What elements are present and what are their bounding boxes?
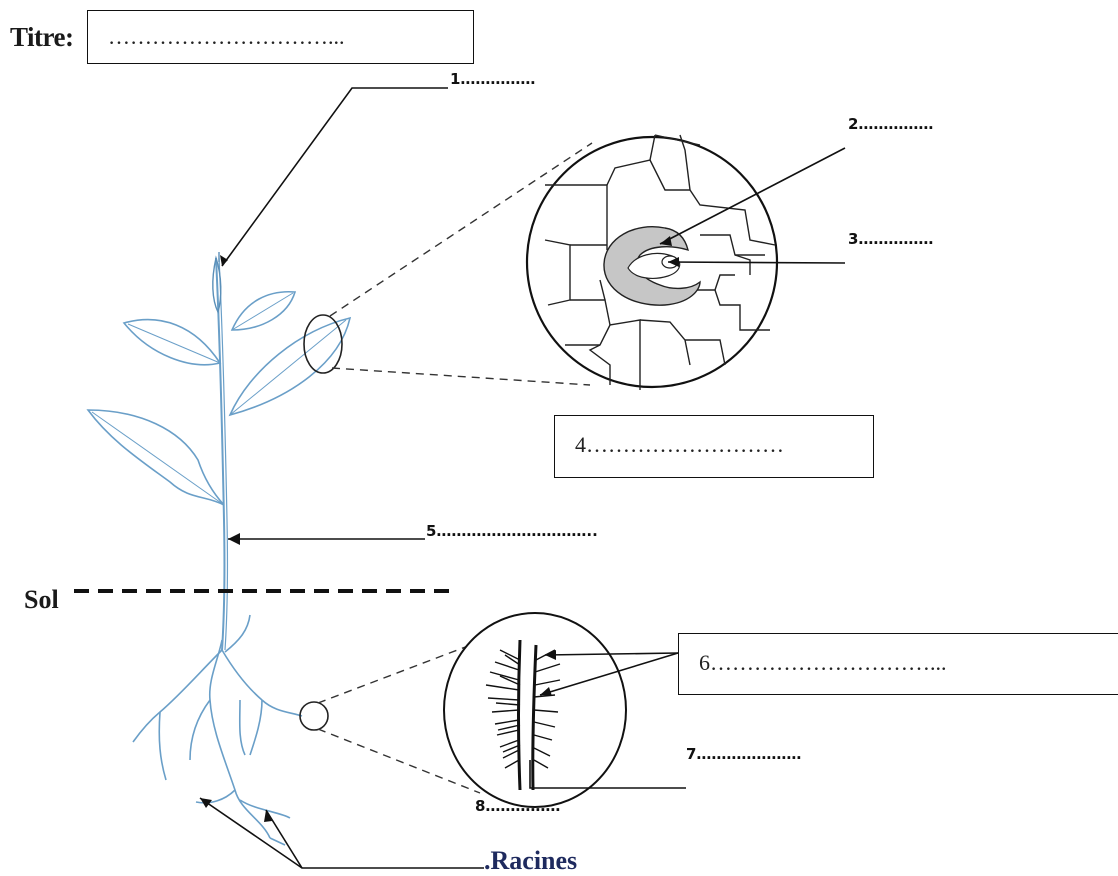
label-3[interactable]: 3……………	[848, 230, 933, 248]
label-8[interactable]: 8……………	[475, 797, 560, 815]
label-4: 4………………………	[575, 432, 784, 458]
title-label: Titre:	[10, 22, 74, 53]
label-7[interactable]: 7…………………	[686, 745, 801, 763]
root-zoom-marker	[300, 702, 328, 730]
label-6: 6…………………………...	[699, 650, 947, 676]
title-answer-box[interactable]: …………………………...	[87, 10, 474, 64]
label-5[interactable]: 5…………………………..	[426, 522, 598, 540]
racines-label: .Racines	[484, 846, 577, 876]
title-placeholder: …………………………...	[108, 24, 345, 50]
label-6-box[interactable]: 6…………………………...	[678, 633, 1118, 695]
label-1[interactable]: 1……………	[450, 70, 535, 88]
root-hairs-magnified	[444, 613, 626, 807]
label-4-box[interactable]: 4………………………	[554, 415, 874, 478]
sol-label: Sol	[24, 585, 59, 615]
label-2[interactable]: 2……………	[848, 115, 933, 133]
